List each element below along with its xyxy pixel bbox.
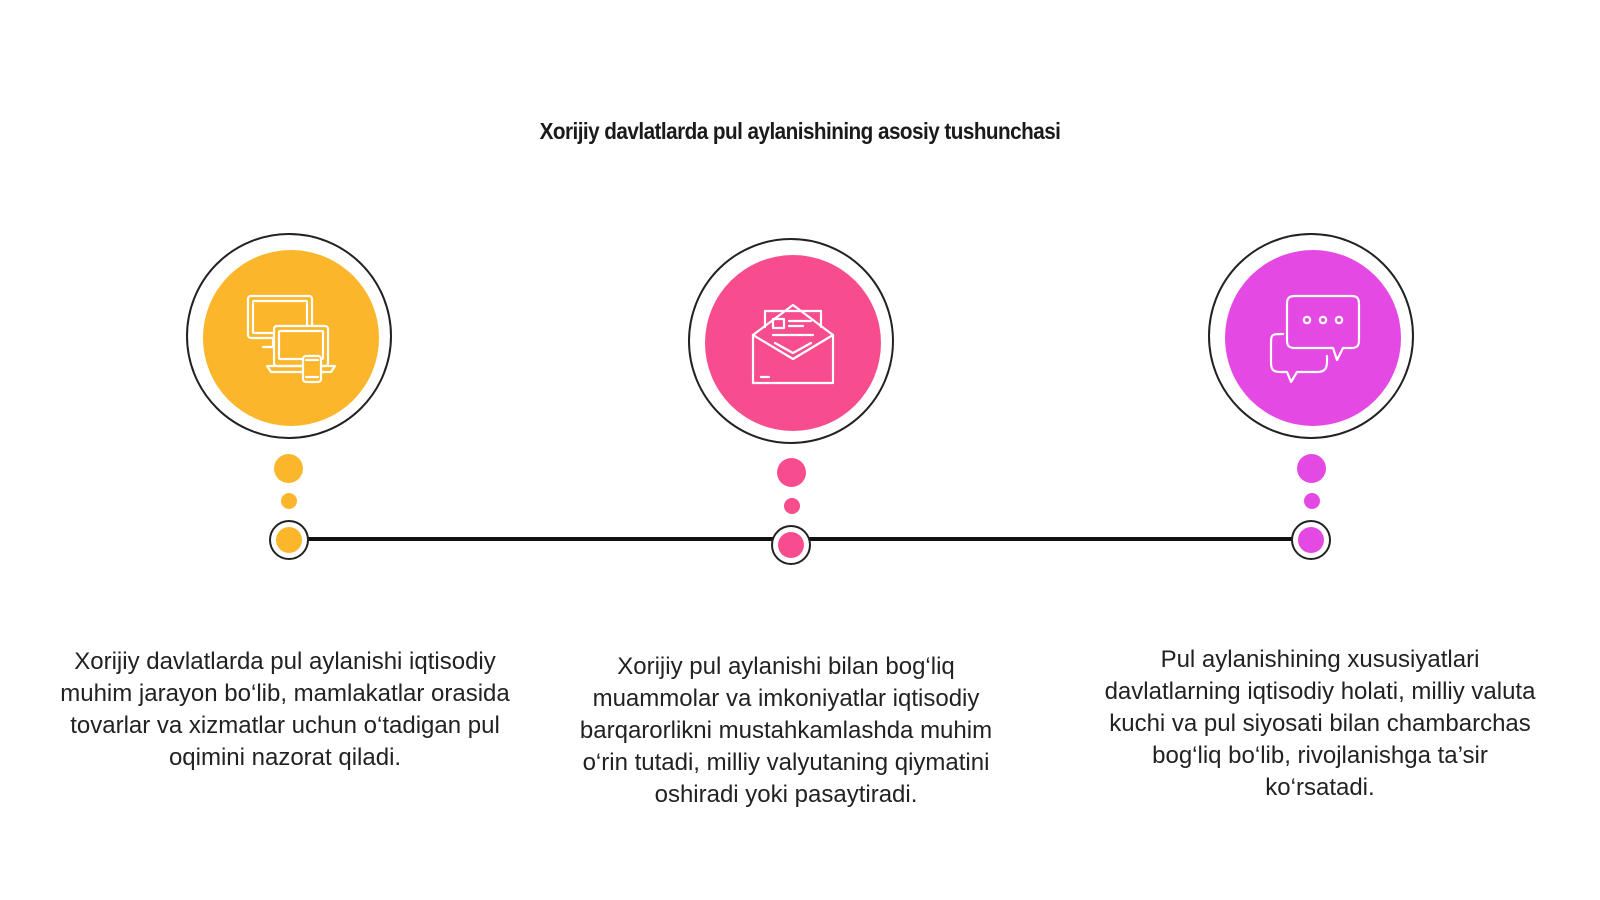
step-2-description: Xorijiy pul aylanishi bilan bog‘liq muam…	[579, 653, 993, 808]
diagram-title: Xorijiy davlatlarda pul aylanishining as…	[539, 118, 1061, 144]
step-2-dot-small	[784, 498, 800, 514]
step-3-timeline-node	[1291, 520, 1331, 560]
step-3-icon-ring	[1208, 233, 1414, 439]
step-1-icon-ring	[186, 233, 392, 439]
step-1-icon-circle	[203, 250, 379, 426]
step-3-dot-small	[1304, 493, 1320, 509]
step-2-timeline-node	[771, 525, 811, 565]
step-1-dot-large	[274, 454, 303, 483]
step-2-dot-large	[777, 458, 806, 487]
step-1-description: Xorijiy davlatlarda pul aylanishi iqtiso…	[60, 648, 510, 771]
devices-icon	[246, 294, 337, 384]
step-3-description: Pul aylanishining xususiyatlari davlatla…	[1104, 646, 1536, 801]
chat-bubbles-icon	[1269, 294, 1361, 384]
step-2-icon-circle	[705, 255, 881, 431]
step-2-icon-ring	[688, 238, 894, 444]
envelope-letter-icon	[751, 303, 835, 385]
step-1-timeline-node	[269, 520, 309, 560]
step-3-icon-circle	[1225, 250, 1401, 426]
step-3-dot-large	[1297, 454, 1326, 483]
step-1-dot-small	[281, 493, 297, 509]
